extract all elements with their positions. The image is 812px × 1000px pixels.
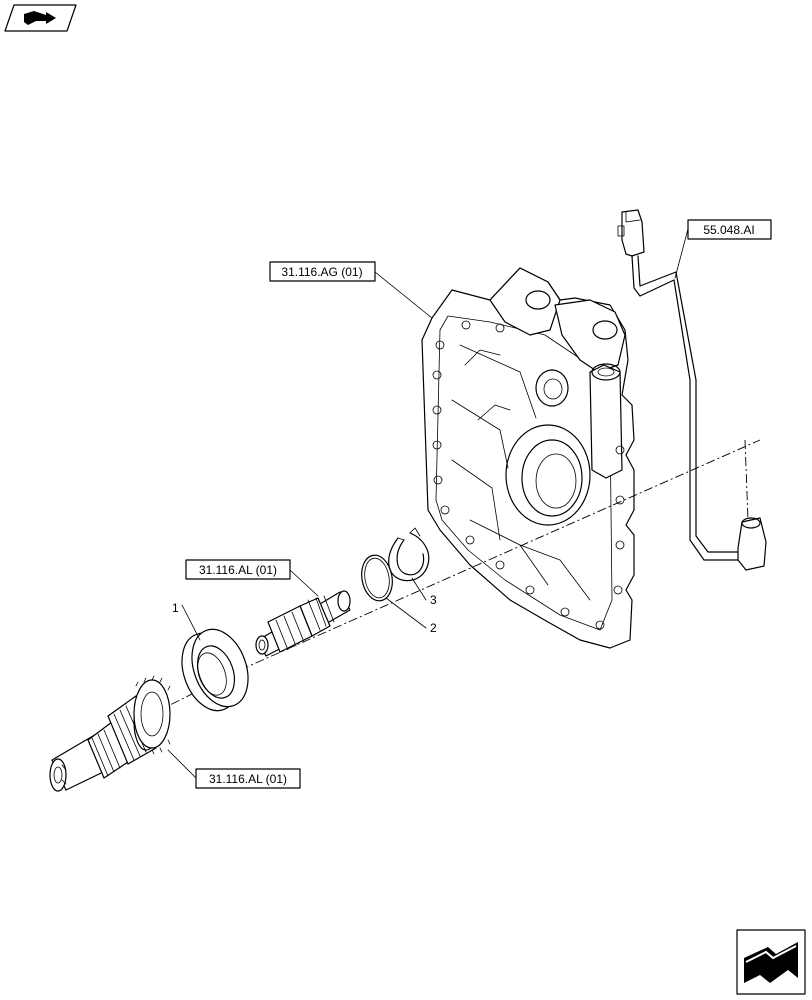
- leader-lines: [167, 228, 689, 779]
- callout-item-2: 2: [430, 621, 437, 635]
- speed-sensor: [617, 209, 767, 571]
- ref-box-sensor[interactable]: 55.048.AI: [687, 219, 772, 240]
- ref-label-housing: 31.116.AG (01): [281, 265, 362, 279]
- circlip: [388, 527, 430, 582]
- next-page-arrow-icon[interactable]: [736, 929, 806, 995]
- open-book-nav-icon[interactable]: [4, 4, 77, 32]
- callout-item-1: 1: [172, 601, 179, 615]
- callout-item-3: 3: [430, 593, 437, 607]
- assembly-axis-sensor: [744, 439, 749, 521]
- ref-label-shaft-lower: 31.116.AL (01): [209, 772, 287, 786]
- splined-shaft-upper: [255, 590, 351, 657]
- ref-box-housing[interactable]: 31.116.AG (01): [269, 261, 376, 282]
- gear-shaft-lower: [49, 675, 171, 792]
- ref-box-shaft-lower[interactable]: 31.116.AL (01): [195, 768, 301, 789]
- ref-label-sensor: 55.048.AI: [703, 223, 754, 237]
- ref-box-shaft-upper[interactable]: 31.116.AL (01): [185, 559, 291, 580]
- gearbox-housing: [421, 267, 635, 649]
- o-ring: [361, 554, 393, 602]
- bearing: [181, 628, 249, 712]
- ref-label-shaft-upper: 31.116.AL (01): [199, 563, 277, 577]
